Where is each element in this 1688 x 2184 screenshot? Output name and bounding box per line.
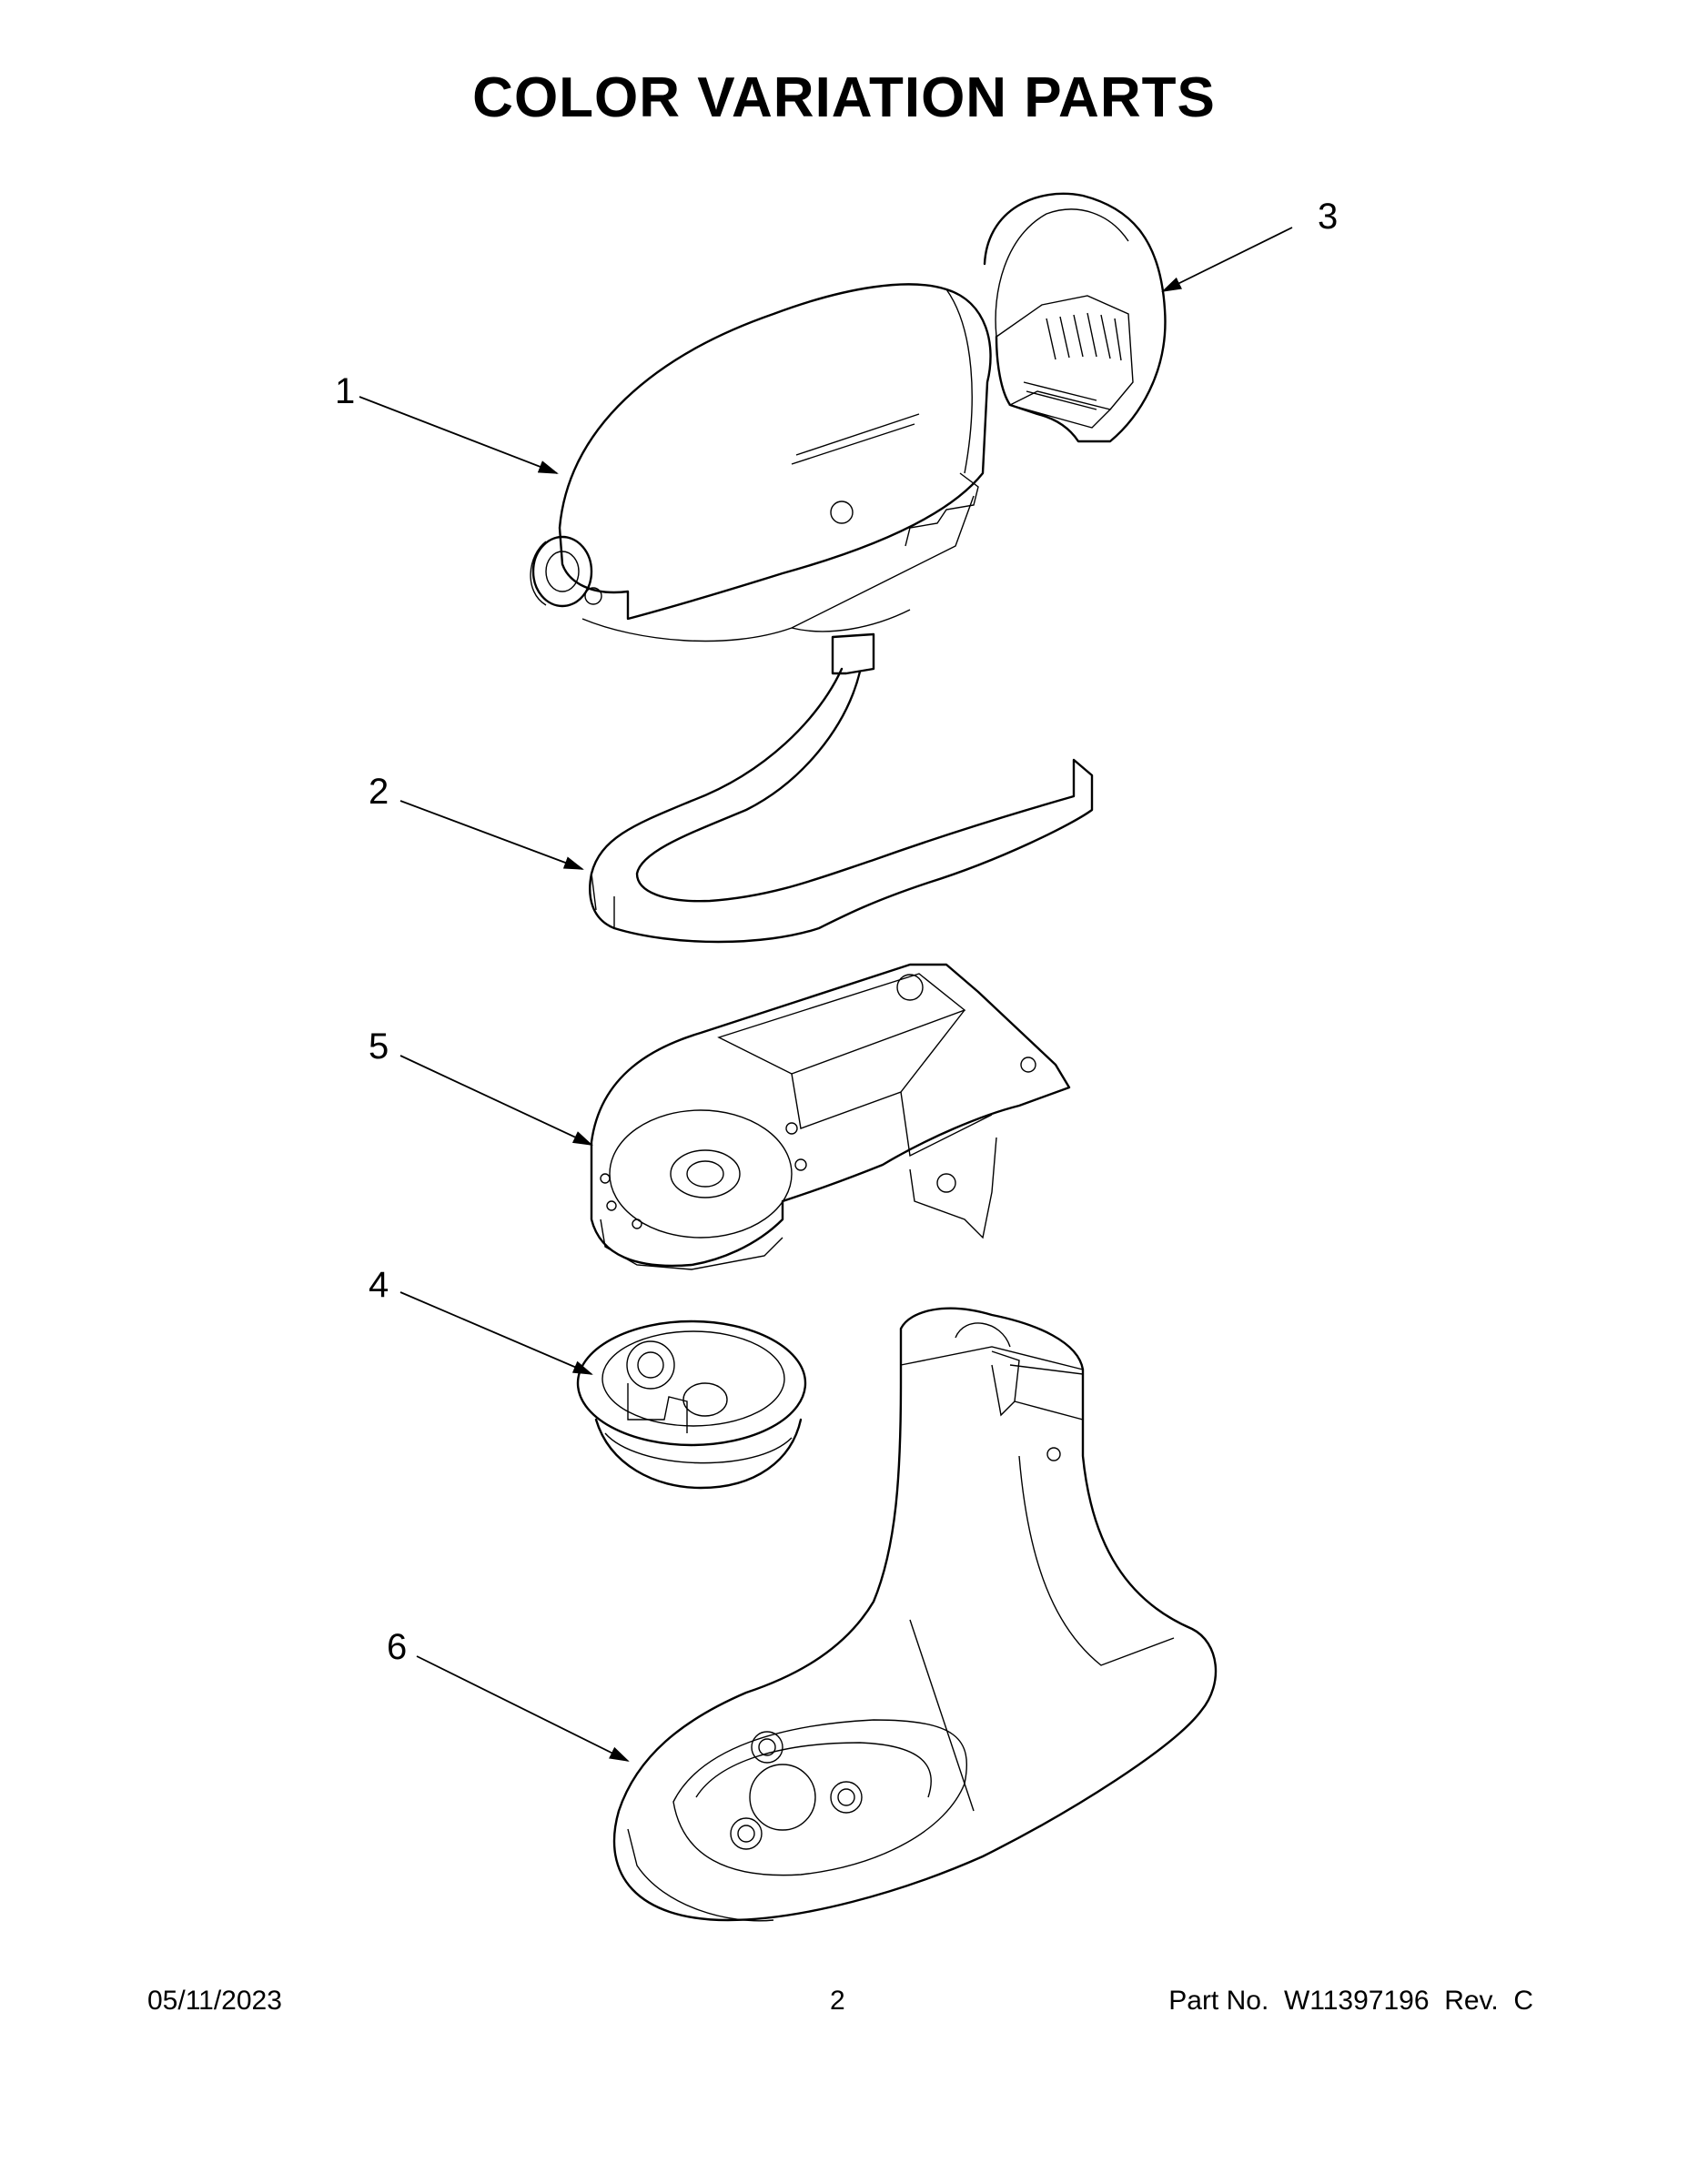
leader-line-5 bbox=[399, 1055, 593, 1146]
leader-line-3 bbox=[1161, 227, 1293, 292]
footer-page-number: 2 bbox=[830, 1986, 845, 2016]
leader-line-1 bbox=[359, 396, 559, 474]
part-2-trim-band bbox=[589, 632, 1094, 944]
callout-2: 2 bbox=[369, 772, 389, 812]
callout-1: 1 bbox=[335, 371, 356, 411]
callout-4: 4 bbox=[369, 1265, 389, 1305]
part-4-planetary-ring bbox=[576, 1320, 807, 1490]
callout-3: 3 bbox=[1318, 197, 1339, 237]
part-6-pedestal-base bbox=[612, 1307, 1218, 1922]
leader-line-2 bbox=[399, 800, 584, 870]
leader-line-4 bbox=[399, 1291, 593, 1375]
footer-part-number: Part No. W11397196 Rev. C bbox=[1168, 1986, 1533, 2016]
callout-6: 6 bbox=[387, 1627, 408, 1667]
part-3-rear-cover bbox=[983, 192, 1167, 443]
part-5-gear-housing bbox=[590, 963, 1071, 1270]
callout-5: 5 bbox=[369, 1026, 389, 1067]
page-title: COLOR VARIATION PARTS bbox=[472, 66, 1216, 129]
footer-date: 05/11/2023 bbox=[147, 1986, 282, 2016]
leader-line-6 bbox=[416, 1655, 630, 1762]
part-1-motor-housing bbox=[530, 283, 992, 642]
